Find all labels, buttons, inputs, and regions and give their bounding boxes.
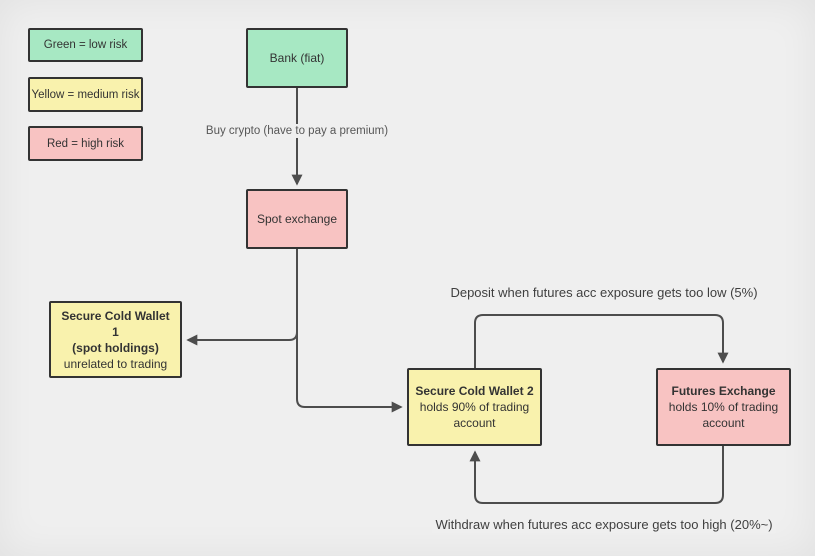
legend-item-medium-risk: Yellow = medium risk — [28, 77, 143, 112]
node-futures-exchange: Futures Exchange holds 10% of trading ac… — [656, 368, 791, 446]
node-body: holds 90% of trading account — [419, 400, 530, 430]
edge-label-deposit: Deposit when futures acc exposure gets t… — [446, 284, 762, 301]
node-body: holds 10% of trading account — [668, 400, 779, 430]
edge-label-buy-crypto: Buy crypto (have to pay a premium) — [201, 124, 393, 138]
node-secure-cold-wallet-1: Secure Cold Wallet 1 (spot holdings) unr… — [49, 301, 182, 378]
legend-item-low-risk: Green = low risk — [28, 28, 143, 62]
edge-deposit-loop — [474, 314, 729, 368]
node-secure-cold-wallet-2: Secure Cold Wallet 2 holds 90% of tradin… — [407, 368, 542, 446]
node-bank: Bank (fiat) — [246, 28, 348, 88]
edge-spot-to-cold-wallet-1 — [186, 249, 298, 346]
node-title: Secure Cold Wallet 1 — [61, 308, 170, 339]
node-title: Futures Exchange — [671, 384, 776, 398]
legend-label: Red = high risk — [46, 137, 125, 150]
node-body: unrelated to trading — [63, 356, 168, 371]
edge-spot-to-cold-wallet-2 — [296, 249, 403, 413]
node-title: Spot exchange — [256, 212, 338, 226]
legend-label: Yellow = medium risk — [31, 88, 140, 101]
node-spot-exchange: Spot exchange — [246, 189, 348, 249]
node-title: Bank (fiat) — [269, 51, 325, 65]
legend-item-high-risk: Red = high risk — [28, 126, 143, 161]
legend-label: Green = low risk — [43, 39, 128, 51]
edge-withdraw-loop — [469, 446, 724, 504]
node-title: Secure Cold Wallet 2 — [415, 384, 534, 398]
edge-label-withdraw: Withdraw when futures acc exposure gets … — [431, 516, 777, 533]
node-subtitle: (spot holdings) — [72, 340, 159, 355]
